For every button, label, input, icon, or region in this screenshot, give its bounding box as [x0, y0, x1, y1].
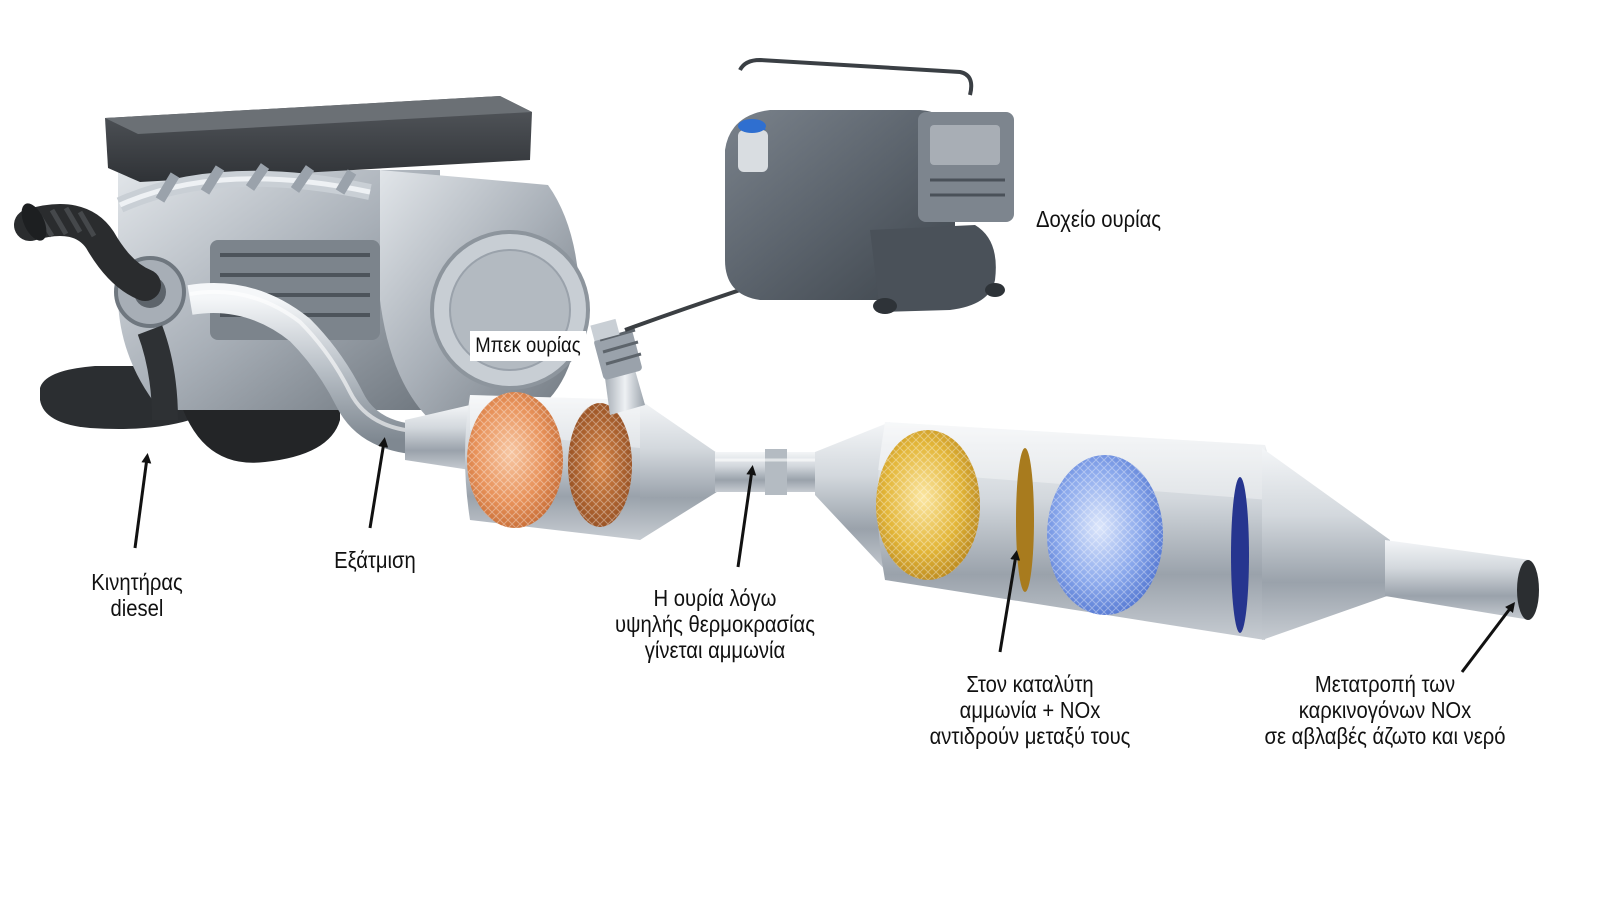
urea-tank — [725, 57, 1014, 314]
exhaust-label-line: Εξάτμιση — [334, 547, 416, 573]
nox-conversion-label: Μετατροπή των καρκινογόνων NOx σε αβλαβέ… — [1235, 671, 1534, 749]
urea-injector-label-line: Μπεκ ουρίας — [475, 334, 581, 357]
ammonia-arrow — [736, 465, 757, 568]
engine-label-line: diesel — [110, 595, 164, 621]
oxidation-filter-canister — [465, 392, 720, 540]
urea-tank-label-line: Δοχείο ουρίας — [1036, 206, 1162, 232]
exhaust-pipe — [187, 283, 470, 470]
urea-injector — [590, 318, 645, 415]
ammonia-formation-label: Η ουρία λόγω υψηλής θερμοκρασίας γίνεται… — [583, 585, 847, 663]
catalyst-label-line: αντιδρούν μεταξύ τους — [929, 723, 1131, 749]
engine-arrow — [133, 453, 152, 549]
catalyst-reaction-label: Στον καταλύτη αμμωνία + NOx αντιδρούν με… — [902, 671, 1157, 749]
callout-arrows — [133, 437, 1516, 673]
catalyst-label-line: αμμωνία + NOx — [959, 697, 1101, 723]
gold-catalyst-ring — [1016, 448, 1034, 592]
ammonia-label-line: υψηλής θερμοκρασίας — [614, 611, 816, 637]
conversion-arrow — [1460, 602, 1516, 673]
engine-label: Κινητήρας diesel — [71, 569, 203, 621]
urea-filler-cap-icon — [738, 119, 768, 172]
engine-label-line: Κινητήρας — [91, 569, 183, 595]
catalyst-arrow — [998, 550, 1021, 653]
blue-catalyst-ring — [1231, 477, 1249, 633]
mid-pipe — [715, 449, 820, 495]
exhaust-label: Εξάτμιση — [309, 547, 441, 573]
ammonia-label-line: Η ουρία λόγω — [653, 585, 777, 611]
conversion-label-line: σε αβλαβές άζωτο και νερό — [1264, 723, 1506, 749]
conversion-label-line: Μετατροπή των — [1314, 671, 1456, 697]
urea-supply-line — [624, 288, 741, 332]
urea-injector-label: Μπεκ ουρίας — [470, 331, 586, 361]
scr-catalyst-canister — [815, 422, 1539, 640]
exhaust-arrow — [368, 437, 389, 529]
ammonia-label-line: γίνεται αμμωνία — [644, 637, 786, 663]
catalyst-label-line: Στον καταλύτη — [966, 671, 1094, 697]
conversion-label-line: καρκινογόνων NOx — [1298, 697, 1472, 723]
urea-tank-label: Δοχείο ουρίας — [1036, 206, 1161, 232]
tailpipe-outlet — [1517, 560, 1539, 620]
